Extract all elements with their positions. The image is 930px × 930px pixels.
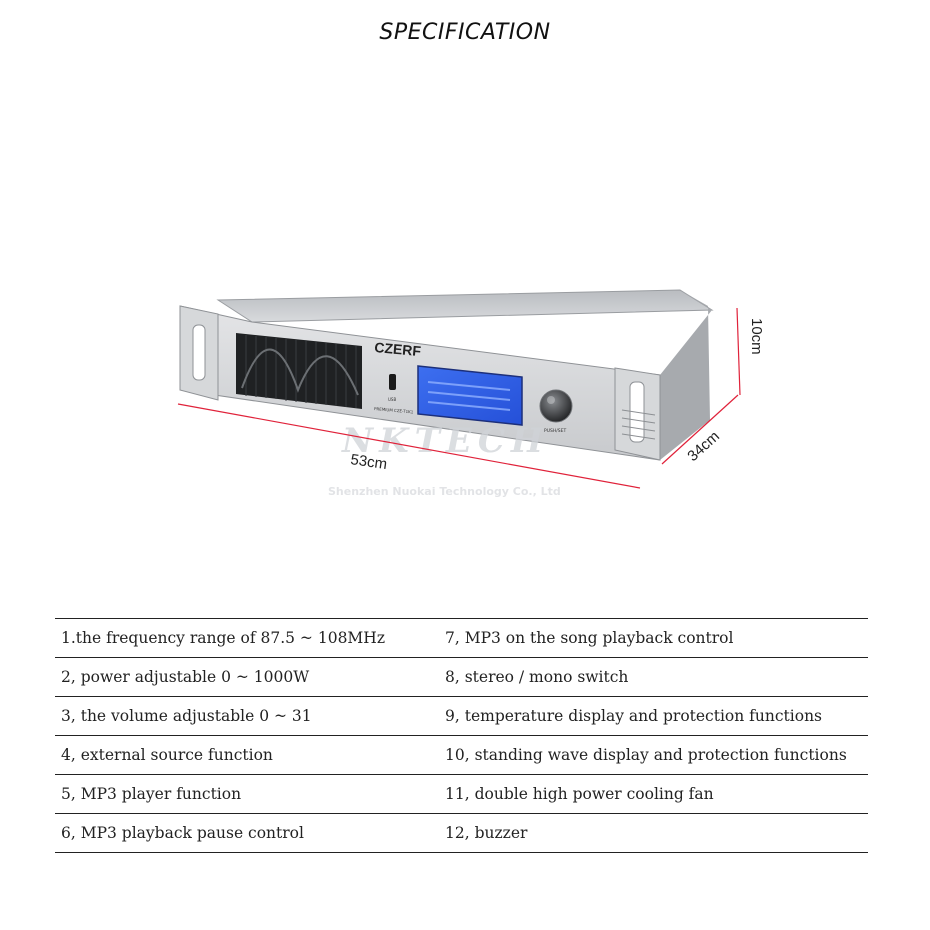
watermark-company: Shenzhen Nuokai Technology Co., Ltd bbox=[328, 485, 561, 498]
spec-row: 1.the frequency range of 87.5 ~ 108MHz 7… bbox=[55, 618, 868, 658]
chassis-top bbox=[216, 289, 714, 323]
height-dimension-line bbox=[736, 307, 741, 396]
spec-item: 7, MP3 on the song playback control bbox=[439, 618, 868, 658]
height-dimension-label: 10cm bbox=[748, 318, 765, 355]
width-dimension-label: 53cm bbox=[349, 451, 388, 473]
spec-item: 6, MP3 playback pause control bbox=[55, 813, 439, 853]
usb-port bbox=[389, 374, 396, 390]
width-dimension-line bbox=[177, 403, 641, 489]
knob-label: PUSH/SET bbox=[544, 428, 566, 434]
watermark-logo: NKTECH bbox=[341, 421, 549, 461]
knob-highlight bbox=[547, 396, 555, 404]
page-title: SPECIFICATION bbox=[379, 20, 551, 45]
vent-lines bbox=[245, 335, 357, 408]
control-knob bbox=[539, 389, 573, 423]
model-label: PREMIUM CZE-T1K1 bbox=[374, 406, 414, 414]
vent-grille bbox=[236, 333, 362, 409]
left-handle-slot bbox=[192, 324, 206, 381]
lcd-text-lines bbox=[427, 381, 511, 411]
depth-dimension-line bbox=[661, 394, 739, 465]
spec-row: 3, the volume adjustable 0 ~ 31 9, tempe… bbox=[55, 696, 868, 736]
spec-item: 1.the frequency range of 87.5 ~ 108MHz bbox=[55, 618, 439, 658]
spec-table: 1.the frequency range of 87.5 ~ 108MHz 7… bbox=[55, 618, 868, 853]
chassis-side bbox=[660, 290, 712, 460]
spec-item: 9, temperature display and protection fu… bbox=[439, 696, 868, 736]
spec-item: 4, external source function bbox=[55, 735, 439, 775]
spec-item: 3, the volume adjustable 0 ~ 31 bbox=[55, 696, 439, 736]
spec-item: 5, MP3 player function bbox=[55, 774, 439, 814]
spec-row: 2, power adjustable 0 ~ 1000W 8, stereo … bbox=[55, 657, 868, 697]
vent-wave bbox=[241, 348, 359, 396]
spec-item: 8, stereo / mono switch bbox=[439, 657, 868, 697]
spec-item: 12, buzzer bbox=[439, 813, 868, 853]
spec-item: 10, standing wave display and protection… bbox=[439, 735, 868, 775]
product-image: CZERF USB PREMIUM CZE-T1K1 PUSH/SET NKTE… bbox=[177, 289, 765, 498]
usb-label: USB bbox=[388, 397, 396, 402]
spec-item: 11, double high power cooling fan bbox=[439, 774, 868, 814]
spec-item: 2, power adjustable 0 ~ 1000W bbox=[55, 657, 439, 697]
brand-logo: CZERF bbox=[374, 339, 422, 359]
spec-row: 6, MP3 playback pause control 12, buzzer bbox=[55, 813, 868, 853]
side-fins bbox=[621, 409, 656, 440]
spec-row: 5, MP3 player function 11, double high p… bbox=[55, 774, 868, 814]
spec-row: 4, external source function 10, standing… bbox=[55, 735, 868, 775]
